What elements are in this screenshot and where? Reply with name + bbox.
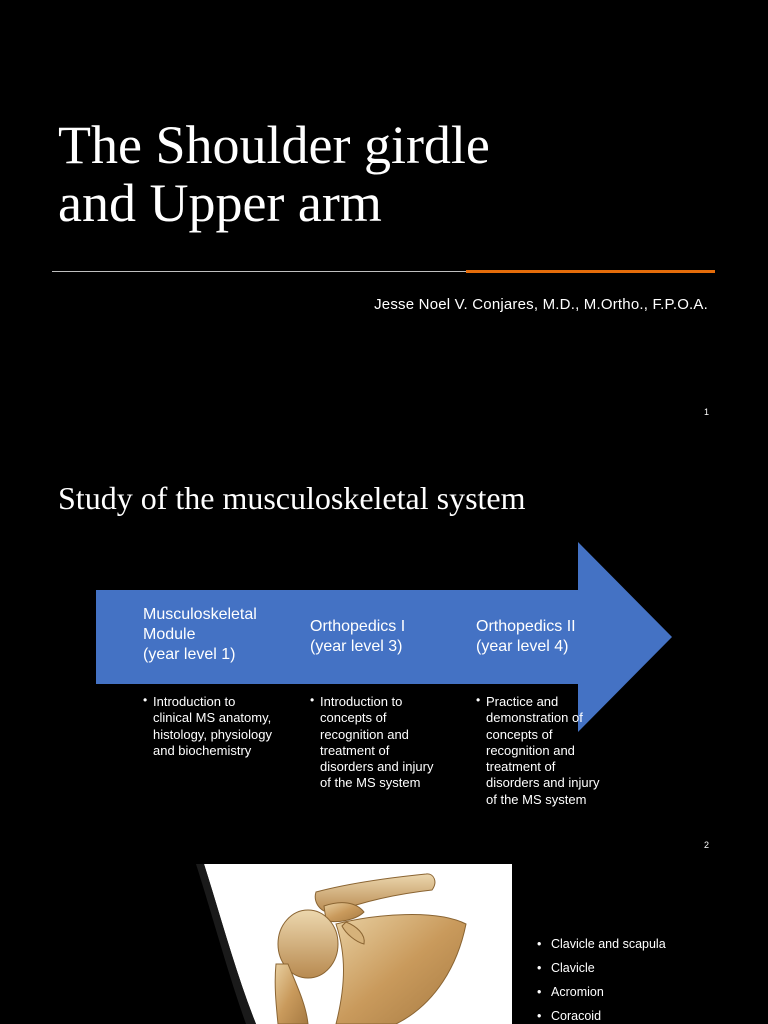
slide-2: Study of the musculoskeletal system Musc… <box>0 432 768 864</box>
slide-title: The Shoulder girdle and Upper arm <box>58 116 698 232</box>
title-divider-grey <box>52 271 466 272</box>
stage-year-3: Orthopedics I (year level 3) <box>310 617 405 657</box>
bullet-dot-icon: • <box>476 693 481 707</box>
bullet-dot-icon: • <box>537 961 542 975</box>
bullet-year-1: • Introduction to clinical MS anatomy, h… <box>143 693 272 759</box>
slide-1: The Shoulder girdle and Upper arm Jesse … <box>0 0 768 432</box>
list-item: • Clavicle <box>537 960 666 984</box>
stage-label: Musculoskeletal <box>143 606 257 623</box>
stage-label: Module <box>143 626 196 643</box>
bullet-line: demonstration of <box>486 710 583 726</box>
stage-year: (year level 4) <box>476 638 569 655</box>
bullet-dot-icon: • <box>143 693 148 707</box>
bullet-line: clinical MS anatomy, <box>153 710 272 726</box>
bullet-dot-icon: • <box>537 1009 542 1023</box>
bullet-year-4: • Practice and demonstration of concepts… <box>476 693 600 808</box>
bullet-line: histology, physiology <box>153 726 272 742</box>
bullet-line: treatment of <box>320 742 390 758</box>
slide-3: • Clavicle and scapula • Clavicle • Acromio… <box>0 864 768 1024</box>
bullet-line: recognition and <box>320 726 409 742</box>
bullet-line: Introduction to <box>153 694 236 709</box>
title-line-1: The Shoulder girdle <box>58 115 490 175</box>
arrow-shape <box>96 542 672 732</box>
page-number: 2 <box>704 840 710 850</box>
bullet-line: concepts of <box>320 710 387 726</box>
list-item-text: Clavicle and scapula <box>551 937 666 951</box>
title-line-2: and Upper arm <box>58 173 382 233</box>
bullet-line: treatment of <box>486 759 556 775</box>
slide-title: Study of the musculoskeletal system <box>58 480 526 516</box>
bullet-dot-icon: • <box>310 693 315 707</box>
bullet-line: of the MS system <box>320 775 421 791</box>
stage-label: Orthopedics I <box>310 618 406 635</box>
stage-year-4: Orthopedics II (year level 4) <box>476 617 576 657</box>
list-item-text: Coracoid <box>551 1009 602 1023</box>
stage-year-1: Musculoskeletal Module (year level 1) <box>143 605 257 665</box>
stage-year: (year level 3) <box>310 638 403 655</box>
bullet-line: disorders and injury <box>320 759 434 775</box>
title-divider-accent <box>466 270 715 273</box>
list-item-text: Clavicle <box>551 961 595 975</box>
progression-arrow <box>96 542 672 732</box>
bullet-line: Introduction to <box>320 694 403 709</box>
bullet-line: disorders and injury <box>486 775 600 791</box>
anatomy-bullet-list: • Clavicle and scapula • Clavicle • Acromio… <box>537 936 666 1024</box>
bullet-line: concepts of <box>486 726 553 742</box>
bullet-year-3: • Introduction to concepts of recognitio… <box>310 693 434 792</box>
bullet-line: Practice and <box>486 694 559 709</box>
list-item: • Clavicle and scapula <box>537 936 666 960</box>
author-credit: Jesse Noel V. Conjares, M.D., M.Ortho., … <box>374 296 708 313</box>
list-item: • Coracoid <box>537 1008 666 1024</box>
stage-year: (year level 1) <box>143 646 236 663</box>
bullet-line: and biochemistry <box>153 742 252 758</box>
bullet-line: recognition and <box>486 742 575 758</box>
bullet-dot-icon: • <box>537 937 542 951</box>
bullet-line: of the MS system <box>486 791 587 807</box>
list-item-text: Acromion <box>551 985 604 999</box>
stage-label: Orthopedics II <box>476 618 576 635</box>
page-number: 1 <box>704 407 710 417</box>
bullet-dot-icon: • <box>537 985 542 999</box>
shoulder-anatomy-illustration <box>196 864 512 1024</box>
list-item: • Acromion <box>537 984 666 1008</box>
